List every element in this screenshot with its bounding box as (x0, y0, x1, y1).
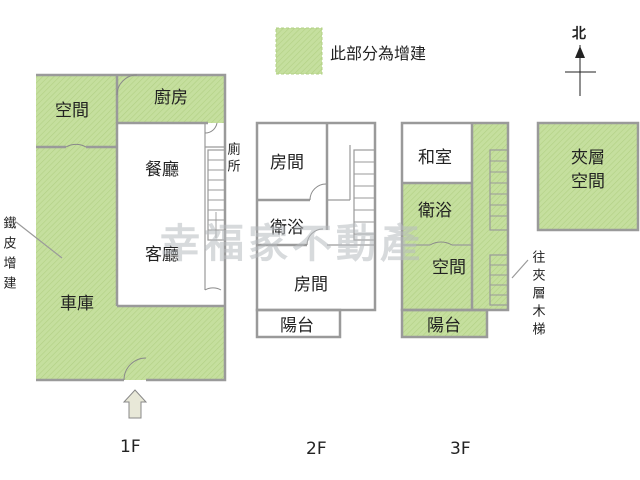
mezzanine-wall (536, 121, 640, 232)
1f-stairs (207, 149, 226, 241)
3f-balcony-label: 陽台 (427, 316, 461, 336)
2f-room-bottom-label: 房間 (294, 275, 328, 295)
1f-iron-note: 鐵皮增建 (1, 215, 17, 296)
1f-dining-label: 餐廳 (145, 160, 179, 180)
1f-garage-label: 車庫 (60, 294, 94, 314)
1f-floor-label: 1F (120, 437, 141, 457)
3f-stairs (489, 149, 509, 306)
legend-text: 此部分為增建 (330, 44, 426, 63)
3f-washitsu-label: 和室 (418, 148, 452, 168)
north-label: 北 (572, 26, 586, 42)
mezzanine-label: 夾層空間 (571, 148, 605, 192)
floor-mezzanine: 夾層空間 (536, 121, 640, 232)
legend: 此部分為增建 (275, 27, 426, 75)
2f-stairs (353, 149, 376, 241)
2f-bath-label: 衛浴 (270, 218, 304, 238)
3f-bath-space-area (402, 183, 472, 310)
2f-balcony-label: 陽台 (280, 316, 314, 336)
3f-space-label: 空間 (432, 258, 466, 278)
1f-space-area (36, 75, 116, 147)
3f-ladder-note: 往夾層木梯 (530, 250, 546, 340)
2f-floor-label: 2F (306, 439, 327, 459)
north-compass: 北 (565, 26, 596, 96)
2f-room-top-label: 房間 (270, 153, 304, 173)
3f-bath-label: 衛浴 (418, 201, 452, 221)
watermark: 幸福家不動產 (160, 221, 424, 267)
1f-toilet-label: 廁所 (225, 141, 241, 176)
floor-2f: 房間 衛浴 房間 陽台 2F (255, 121, 377, 459)
1f-garage-area (36, 147, 225, 380)
entrance-arrow-icon (122, 389, 148, 419)
1f-living-label: 客廳 (145, 245, 179, 265)
mezzanine-area (538, 123, 638, 230)
3f-balcony-area (402, 310, 487, 337)
floor-3f: 和室 衛浴 空間 陽台 往夾層木梯 3F (400, 121, 546, 459)
legend-swatch (275, 27, 323, 75)
2f-balcony-area (255, 308, 342, 339)
1f-kitchen-label: 廚房 (154, 87, 188, 108)
compass-arrow-icon (575, 46, 585, 58)
1f-kitchen-area (117, 75, 225, 123)
3f-floor-label: 3F (450, 439, 471, 459)
1f-space-label: 空間 (55, 101, 89, 121)
floor-1f: 空間 廚房 餐廳 客廳 車庫 廁所 鐵皮增建 1F (1, 73, 241, 457)
